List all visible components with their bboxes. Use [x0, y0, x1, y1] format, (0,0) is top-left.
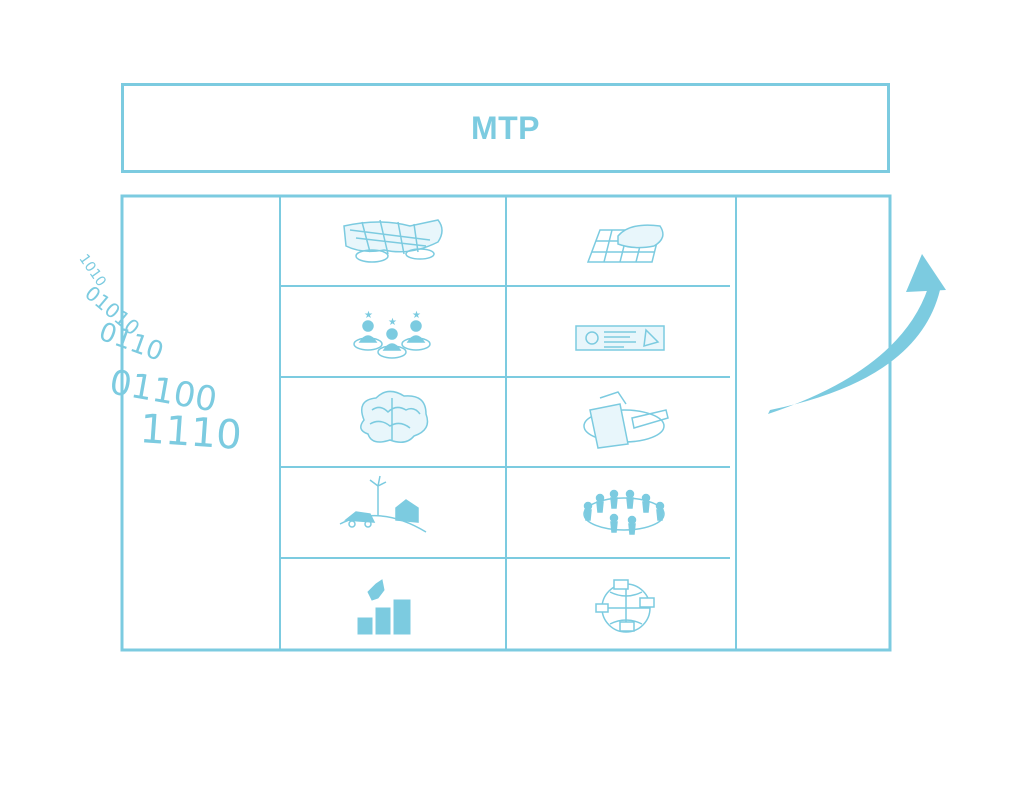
handshake-icon: [343, 219, 443, 263]
growth-arrow-icon: [768, 254, 946, 414]
people-stars-icon: ★ ★ ★: [353, 310, 431, 359]
community-circle-icon: [583, 489, 665, 535]
mtp-box: MTP: [121, 83, 890, 173]
bar-chart-growth-icon: [357, 579, 411, 635]
svg-text:★: ★: [364, 310, 373, 321]
mtp-title: MTP: [470, 109, 541, 146]
interface-card-icon: [575, 325, 665, 351]
brain-icon: [360, 390, 429, 443]
hand-on-grid-icon: [586, 224, 664, 263]
svg-text:★: ★: [412, 310, 421, 321]
experiment-tools-icon: [583, 391, 669, 449]
svg-text:★: ★: [388, 317, 397, 328]
environment-car-house-icon: [339, 475, 427, 533]
global-network-chat-icon: [595, 579, 655, 633]
